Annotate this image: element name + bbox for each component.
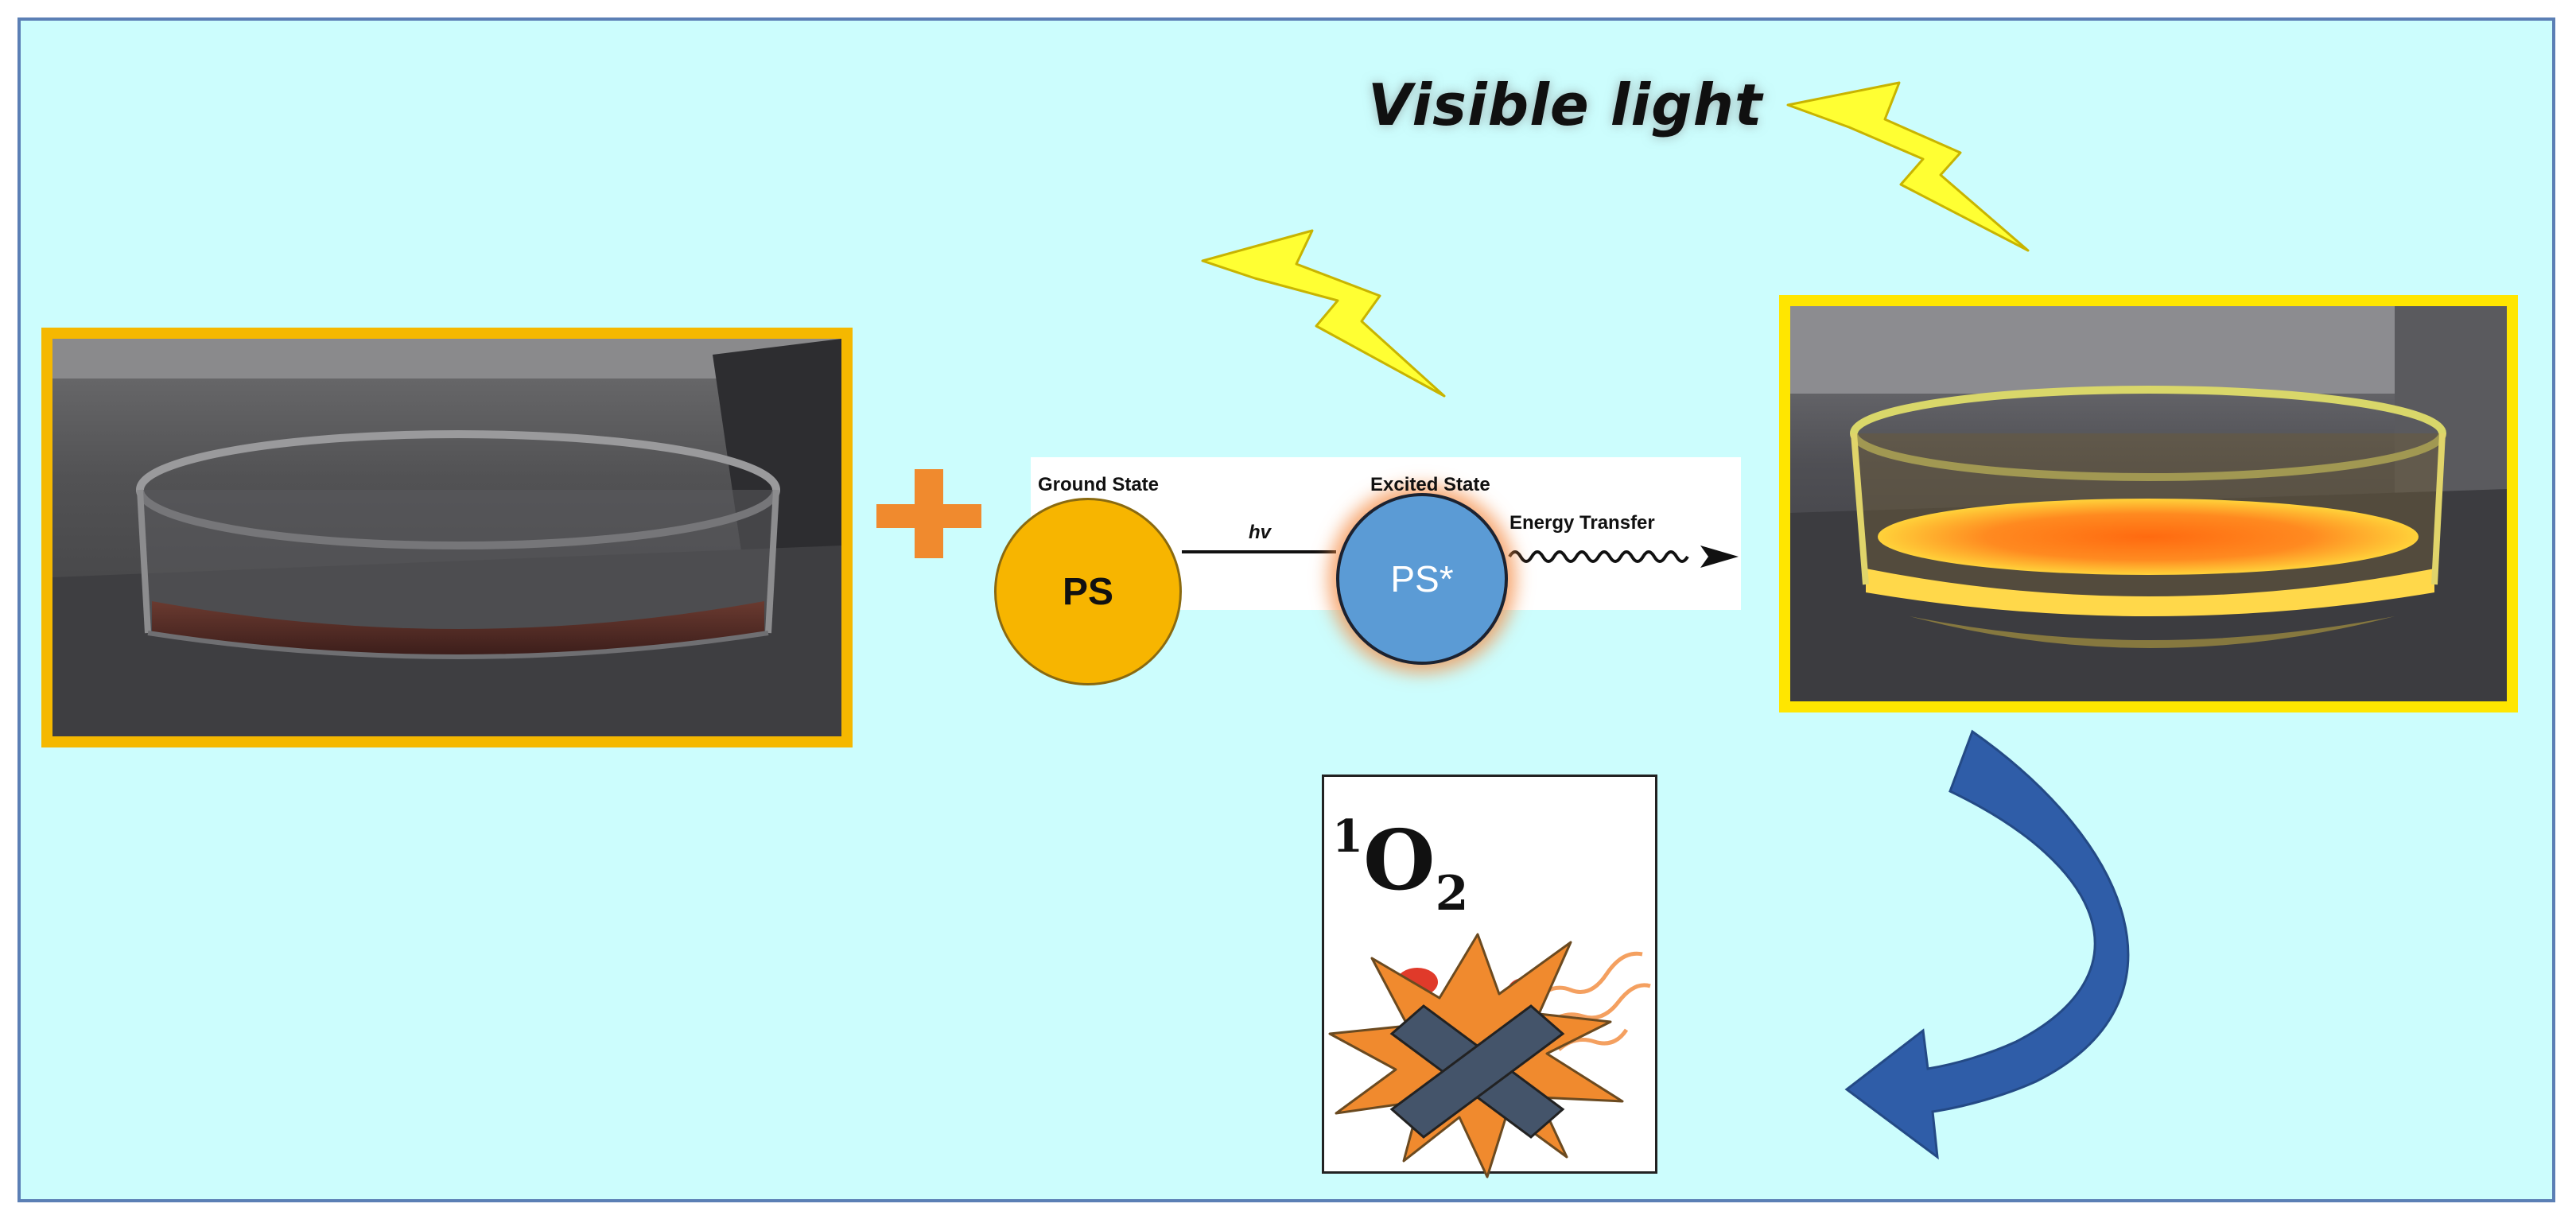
energy-transfer-wave [1508,550,1689,563]
excited-state-label: Excited State [1370,474,1490,495]
ground-ps-label: PS [1062,570,1114,613]
lightning-bolt-icon [1201,229,1446,398]
energy-transfer-label: Energy Transfer [1509,512,1655,534]
petri-dish-photo-glowing [1779,295,2518,712]
curved-arrow-icon [1844,729,2130,1160]
hv-label: hv [1249,522,1272,543]
petri-dish-photo-dark [41,328,853,747]
visible-light-title: Visible light [1368,72,1763,138]
plus-icon [876,469,981,558]
oxygen-subscript: 2 [1435,866,1469,922]
lightning-bolt-icon [1786,81,2030,252]
ground-state-label: Ground State [1038,474,1160,495]
excited-ps-label: PS* [1390,558,1454,600]
excited-state-ps-circle: PS* [1336,493,1508,665]
oxygen-symbol: O [1362,811,1436,909]
singlet-superscript: 1 [1332,810,1363,863]
arrowhead-icon [1700,545,1739,568]
singlet-oxygen-label: 1O2 [1332,814,1468,918]
ground-state-ps-circle: PS [994,498,1182,685]
